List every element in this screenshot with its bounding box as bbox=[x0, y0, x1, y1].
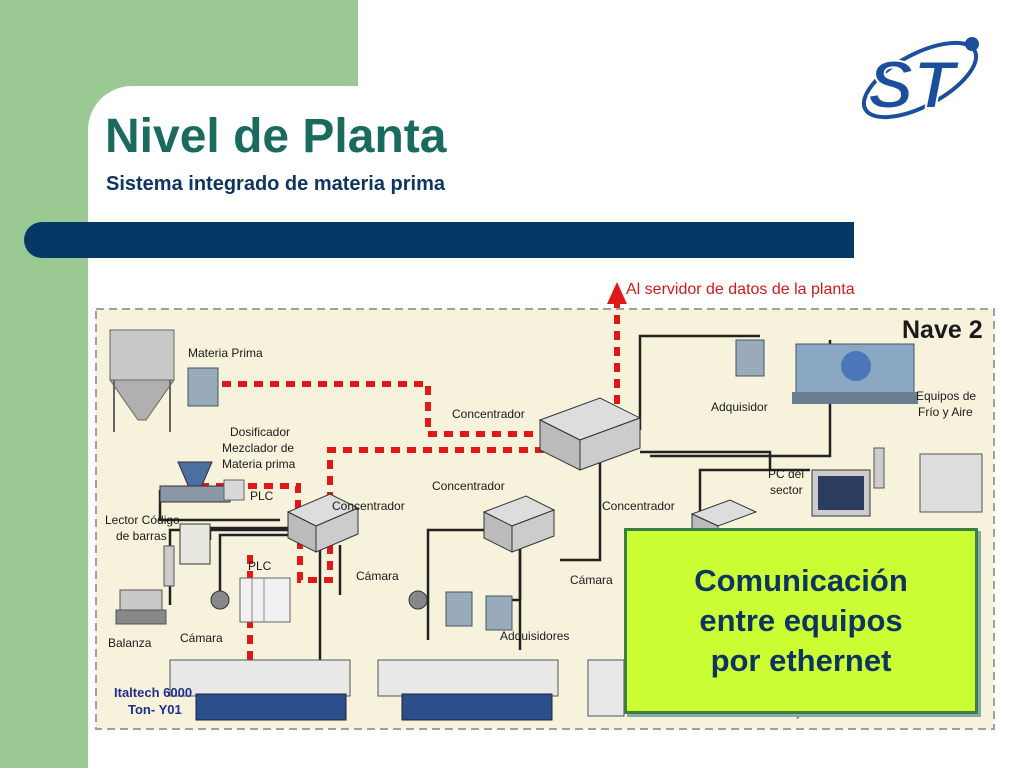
label-concentrador: Concentrador bbox=[332, 499, 405, 513]
label-pc-sector: sector bbox=[770, 483, 803, 497]
label-adquisidores: Adquisidores bbox=[500, 629, 569, 643]
title-underline-bar bbox=[24, 222, 854, 258]
injector-machine-icon bbox=[587, 659, 625, 717]
server-tower-icon bbox=[179, 523, 211, 565]
label-camara: Cámara bbox=[180, 631, 223, 645]
slide-subtitle: Sistema integrado de materia prima bbox=[106, 173, 446, 195]
camera-icon bbox=[210, 590, 230, 610]
slide-title: Nivel de Planta bbox=[105, 110, 447, 163]
label-dosificador: Mezclador de bbox=[222, 441, 294, 455]
acquirer-icon bbox=[735, 339, 765, 377]
mixer-icon bbox=[159, 461, 231, 503]
label-italtech: Ton- Y01 bbox=[128, 702, 182, 717]
acquirer-icon bbox=[485, 595, 513, 631]
label-materia-prima: Materia Prima bbox=[188, 346, 263, 360]
label-lector: de barras bbox=[116, 529, 167, 543]
label-lector: Lector Código bbox=[105, 513, 180, 527]
callout-line: por ethernet bbox=[710, 643, 892, 678]
barcode-reader-icon bbox=[873, 447, 885, 489]
camera-icon bbox=[408, 590, 428, 610]
injector-machine-icon bbox=[169, 659, 351, 721]
printer-icon bbox=[919, 453, 983, 513]
label-equipos-frio: Frío y Aire bbox=[918, 405, 973, 419]
label-plc: PLC bbox=[250, 489, 274, 503]
label-adquisidor: Adquisidor bbox=[711, 400, 768, 414]
label-plc: PLC bbox=[248, 559, 272, 573]
plc-icon bbox=[223, 479, 245, 501]
label-dosificador: Dosificador bbox=[230, 425, 290, 439]
ethernet-callout: Comunicación entre equipos por ethernet bbox=[624, 528, 978, 714]
label-concentrador: Concentrador bbox=[432, 479, 505, 493]
label-concentrador: Concentrador bbox=[602, 499, 675, 513]
logo-text: ST bbox=[868, 47, 960, 123]
nave-label: Nave 2 bbox=[902, 316, 983, 344]
label-pc-sector: PC del bbox=[768, 467, 804, 481]
chiller-icon bbox=[792, 343, 918, 404]
plc-rack-icon bbox=[239, 577, 291, 623]
concentrator-left-icon bbox=[286, 493, 360, 553]
label-dosificador: Materia prima bbox=[222, 457, 296, 471]
acquirer-icon bbox=[187, 367, 219, 407]
concentrator-main-icon bbox=[538, 397, 642, 471]
st-logo-icon: ST bbox=[861, 37, 979, 124]
barcode-reader-icon bbox=[163, 545, 175, 587]
label-balanza: Balanza bbox=[108, 636, 152, 650]
label-camara: Cámara bbox=[570, 573, 613, 587]
scale-icon bbox=[115, 589, 167, 625]
callout-line: Comunicación bbox=[694, 563, 908, 598]
silo-icon bbox=[109, 329, 175, 432]
label-italtech: Italtech 6000 bbox=[114, 685, 192, 700]
concentrator-middle-icon bbox=[482, 495, 556, 553]
server-arrow-icon bbox=[607, 282, 627, 304]
label-concentrador: Concentrador bbox=[452, 407, 525, 421]
server-label: Al servidor de datos de la planta bbox=[626, 281, 855, 298]
injector-machine-icon bbox=[377, 659, 559, 721]
pc-icon bbox=[811, 469, 871, 517]
acquirer-icon bbox=[445, 591, 473, 627]
callout-line: entre equipos bbox=[699, 603, 903, 638]
label-camara: Cámara bbox=[356, 569, 399, 583]
label-equipos-frio: Equipos de bbox=[916, 389, 976, 403]
